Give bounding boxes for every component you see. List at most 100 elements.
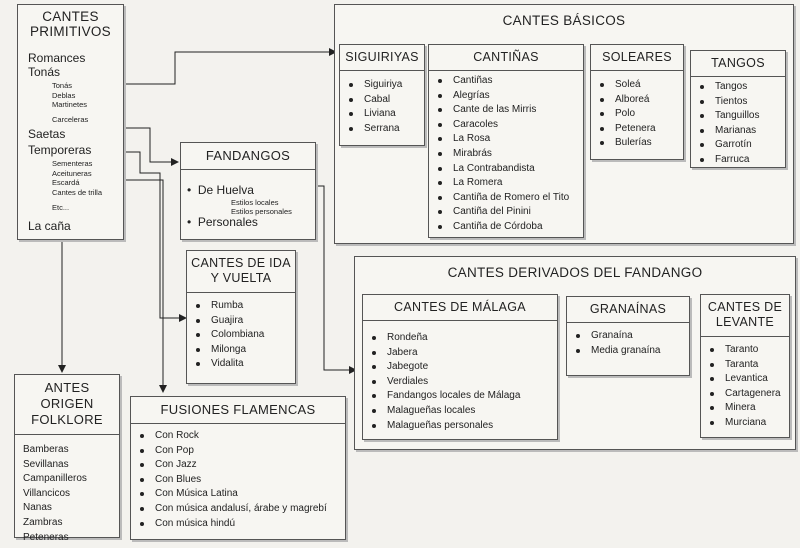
list-item: Cantiña de Córdoba	[429, 220, 583, 235]
tangos-title: TANGOS	[691, 51, 785, 77]
levante-list: Taranto Taranta Levantica Cartagenera Mi…	[701, 343, 789, 431]
list-item: Vidalita	[187, 357, 295, 372]
granainas-list: Granaína Media granaína	[567, 329, 689, 358]
ida-vuelta-title-line1: CANTES DE IDA	[191, 256, 291, 270]
list-item: Fandangos locales de Málaga	[363, 389, 557, 404]
list-item: Granaína	[567, 329, 689, 344]
list-item: Murciana	[701, 416, 789, 431]
basicos-title: CANTES BÁSICOS	[502, 13, 626, 28]
primitivos-title-line1: CANTES	[42, 9, 99, 24]
etc-label: Etc...	[52, 203, 70, 212]
list-item: Con Música Latina	[131, 487, 345, 502]
list-item: Zambras	[23, 516, 63, 528]
list-item: Con música andalusí, árabe y magrebí	[131, 502, 345, 517]
list-item: La Contrabandista	[429, 162, 583, 177]
primitivos-title-line2: PRIMITIVOS	[29, 24, 111, 39]
list-item: Alboreá	[591, 93, 683, 108]
list-item: Cartagenera	[701, 387, 789, 402]
temporeras-sub-item: Aceituneras	[52, 168, 92, 178]
temporeras-label: Temporeras	[28, 143, 92, 157]
list-item: Malagueñas locales	[363, 404, 557, 419]
cantinas-list: Cantiñas Alegrías Cante de las Mirris Ca…	[429, 74, 583, 235]
list-item: Farruca	[691, 153, 785, 168]
ida-vuelta-list: Rumba Guajira Colombiana Milonga Vidalit…	[187, 299, 295, 372]
list-item: Con Rock	[131, 429, 345, 444]
list-item: Garrotín	[691, 138, 785, 153]
list-item: Jabera	[363, 346, 557, 361]
list-item: Soleá	[591, 78, 683, 93]
bullet-icon: •	[187, 215, 198, 229]
list-item: Malagueñas personales	[363, 419, 557, 434]
folklore-title-line2: FOLKLORE	[31, 412, 103, 427]
list-item: Sevillanas	[23, 458, 69, 470]
folklore-title: ANTES ORIGEN FOLKLORE	[15, 375, 119, 435]
levante-title-line2: LEVANTE	[715, 315, 775, 329]
ida-vuelta-box: CANTES DE IDA Y VUELTA Rumba Guajira Col…	[186, 250, 296, 384]
list-item: Cantiñas	[429, 74, 583, 89]
list-item: Tientos	[691, 95, 785, 110]
list-item: Con Blues	[131, 473, 345, 488]
levante-box: CANTES DE LEVANTE Taranto Taranta Levant…	[700, 294, 790, 438]
list-item: Taranto	[701, 343, 789, 358]
list-item: Con Pop	[131, 444, 345, 459]
list-item: La Romera	[429, 176, 583, 191]
list-item: Cantiña del Pinini	[429, 205, 583, 220]
list-item: Jabegote	[363, 360, 557, 375]
de-huelva-label: De Huelva	[197, 183, 254, 197]
fusiones-list: Con Rock Con Pop Con Jazz Con Blues Con …	[131, 429, 345, 531]
temporeras-sub-item: Sementeras	[52, 159, 93, 168]
personales-item: • Personales	[187, 215, 258, 229]
personales-label: Personales	[197, 215, 258, 229]
list-item: Peteneras	[23, 531, 69, 543]
granainas-box: GRANAÍNAS Granaína Media granaína	[566, 296, 690, 376]
primitivos-title: CANTES PRIMITIVOS	[18, 9, 123, 39]
granainas-title: GRANAÍNAS	[567, 297, 689, 323]
tonas-label: Tonás	[28, 65, 61, 79]
list-item: Colombiana	[187, 328, 295, 343]
list-item: Con Jazz	[131, 458, 345, 473]
list-item: Liviana	[340, 107, 424, 122]
tonas-sub-item: Deblas	[52, 90, 76, 100]
list-item: Villancicos	[23, 487, 71, 499]
temporeras-sublist: Sementeras Aceituneras Escardá Cantes de…	[52, 159, 102, 197]
soleares-box: SOLEARES Soleá Alboreá Polo Petenera Bul…	[590, 44, 684, 160]
tangos-list: Tangos Tientos Tanguillos Marianas Garro…	[691, 80, 785, 168]
list-item: Levantica	[701, 372, 789, 387]
list-item: Serrana	[340, 122, 424, 137]
list-item: Verdiales	[363, 375, 557, 390]
ida-vuelta-title: CANTES DE IDA Y VUELTA	[187, 251, 295, 293]
de-huelva-item: • De Huelva	[187, 183, 254, 197]
estilos-personales-label: Estilos personales	[231, 207, 292, 216]
list-item: Cantiña de Romero el Tito	[429, 191, 583, 206]
malaga-box: CANTES DE MÁLAGA Rondeña Jabera Jabegote…	[362, 294, 558, 440]
levante-title-line1: CANTES DE	[707, 300, 783, 314]
list-item: Minera	[701, 401, 789, 416]
list-item: Nanas	[23, 502, 52, 514]
list-item: Marianas	[691, 124, 785, 139]
list-item: Polo	[591, 107, 683, 122]
huelva-sublist: Estilos locales Estilos personales	[231, 198, 292, 216]
siguiriyas-box: SIGUIRIYAS Siguiriya Cabal Liviana Serra…	[339, 44, 425, 146]
ida-vuelta-title-line2: Y VUELTA	[210, 271, 272, 285]
folklore-box: ANTES ORIGEN FOLKLORE Bamberas Sevillana…	[14, 374, 120, 543]
list-item: Cabal	[340, 93, 424, 108]
bullet-icon: •	[187, 183, 198, 197]
list-item: Petenera	[591, 122, 683, 137]
list-item: Milonga	[187, 343, 295, 358]
tonas-sublist: Tonás Deblas Martinetes	[52, 81, 87, 110]
list-item: Cante de las Mirris	[429, 103, 583, 118]
arrow-to-basicos	[124, 48, 337, 85]
list-item: La Rosa	[429, 132, 583, 147]
fusiones-box: FUSIONES FLAMENCAS Con Rock Con Pop Con …	[130, 396, 346, 540]
saetas-label: Saetas	[28, 127, 66, 141]
list-item: Bulerías	[591, 136, 683, 151]
temporeras-sub-item: Cantes de trilla	[52, 187, 103, 197]
soleares-title: SOLEARES	[591, 45, 683, 71]
tangos-box: TANGOS Tangos Tientos Tanguillos Mariana…	[690, 50, 786, 168]
tonas-sub-item: Tonás	[52, 81, 73, 90]
siguiriyas-list: Siguiriya Cabal Liviana Serrana	[340, 78, 424, 136]
list-item: Guajira	[187, 314, 295, 329]
cantinas-title: CANTIÑAS	[429, 45, 583, 71]
malaga-title: CANTES DE MÁLAGA	[363, 295, 557, 321]
la-cana-label: La caña	[28, 219, 71, 233]
